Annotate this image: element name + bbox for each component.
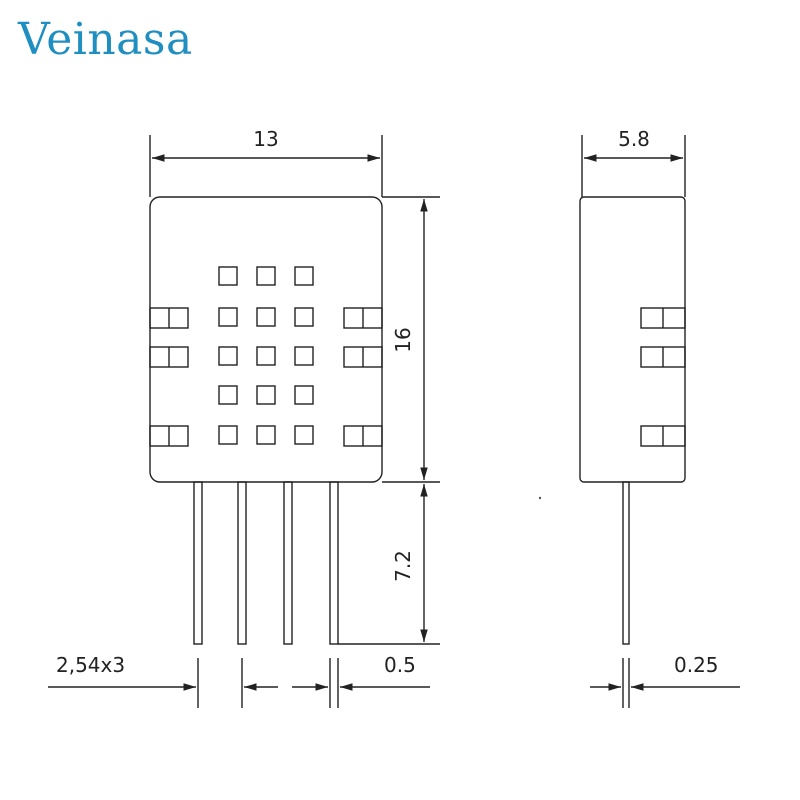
right-side-slots	[343, 307, 383, 447]
pin-thickness-dimension	[590, 658, 740, 708]
vent-grid	[218, 266, 314, 445]
pin-thickness-label: 0.25	[674, 653, 719, 677]
pin-pitch-label: 2,54x3	[56, 653, 125, 677]
depth-label: 5.8	[618, 127, 650, 151]
front-body-outline	[149, 196, 383, 483]
front-pins	[193, 481, 339, 645]
depth-dimension	[581, 135, 686, 197]
height-label: 16	[391, 327, 415, 352]
width-label: 13	[253, 127, 278, 151]
height-dimension	[382, 196, 440, 483]
pin-length-label: 7.2	[391, 550, 415, 582]
pin-pitch-dimension	[48, 658, 430, 708]
brand-logo: Veinasa	[18, 14, 193, 65]
width-dimension	[149, 135, 383, 197]
pin-width-label: 0.5	[384, 653, 416, 677]
side-slots	[640, 307, 686, 447]
side-pin	[622, 481, 630, 645]
stray-dot	[538, 496, 542, 500]
left-side-slots	[149, 307, 189, 447]
pin-length-dimension	[338, 484, 440, 645]
side-body-outline	[579, 196, 686, 483]
